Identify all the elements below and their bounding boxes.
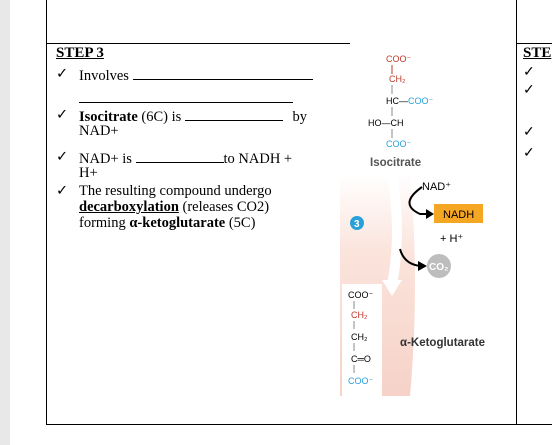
check-icon: ✓ xyxy=(523,83,535,98)
keyword: decarboxylation xyxy=(79,199,179,215)
check-icon: ✓ xyxy=(523,65,535,80)
akg-structure: COO⁻ CH₂ CH₂ C═O COO⁻ xyxy=(348,290,374,386)
step-title: STEP 3 xyxy=(56,45,104,61)
nadh-label: NADH xyxy=(443,209,474,221)
svg-text:3: 3 xyxy=(354,219,360,230)
nad-arrow xyxy=(408,186,428,215)
check-icon: ✓ xyxy=(56,149,69,165)
isocitrate-label: Isocitrate xyxy=(370,157,421,169)
check-icon: ✓ xyxy=(56,183,69,199)
notes-table xyxy=(46,0,552,425)
check-icon: ✓ xyxy=(523,146,535,161)
reaction-arrowhead xyxy=(382,280,402,296)
fill-blank xyxy=(135,149,224,163)
co2-arrow xyxy=(399,248,421,267)
check-icon: ✓ xyxy=(56,66,69,82)
next-step-title: STE xyxy=(523,45,552,61)
proton-label: + H⁺ xyxy=(440,233,463,245)
co2-molecule xyxy=(427,254,451,278)
row-divider xyxy=(46,43,350,44)
akg-label: α-Ketoglutarate xyxy=(400,337,485,349)
reaction-figure: COO⁻ CH₂ HC—COO⁻ HO—CH COO⁻ Isocitrate 3… xyxy=(340,44,516,396)
item-text: Involves xyxy=(79,68,129,84)
page-margin xyxy=(0,0,10,445)
svg-text:HO—CH: HO—CH xyxy=(368,118,404,128)
item-bold-text: Isocitrate xyxy=(79,109,138,125)
svg-text:CH₂: CH₂ xyxy=(389,74,406,84)
fill-blank xyxy=(184,107,283,121)
svg-text:C═O: C═O xyxy=(351,354,371,364)
step-number-badge xyxy=(350,216,364,230)
reaction-arrow xyxy=(387,173,402,285)
row-divider-right xyxy=(516,43,552,44)
svg-text:COO⁻: COO⁻ xyxy=(386,139,412,149)
svg-text:HC—COO⁻: HC—COO⁻ xyxy=(386,96,434,106)
svg-text:COO⁻: COO⁻ xyxy=(348,376,374,386)
column-divider xyxy=(516,0,517,424)
isocitrate-structure: COO⁻ CH₂ HC—COO⁻ HO—CH COO⁻ xyxy=(368,54,434,149)
fill-blank xyxy=(132,66,313,80)
svg-text:CH₂: CH₂ xyxy=(351,310,368,320)
check-icon: ✓ xyxy=(523,125,535,140)
nadh-box xyxy=(434,204,483,223)
fill-blank xyxy=(79,89,293,103)
svg-text:COO⁻: COO⁻ xyxy=(348,290,374,300)
nad-label: NAD⁺ xyxy=(422,181,451,193)
svg-text:CO₂: CO₂ xyxy=(429,262,448,273)
keyword: α-ketoglutarate xyxy=(129,215,226,231)
svg-text:COO⁻: COO⁻ xyxy=(386,54,412,64)
svg-text:CH₂: CH₂ xyxy=(351,332,368,342)
check-icon: ✓ xyxy=(56,107,69,123)
